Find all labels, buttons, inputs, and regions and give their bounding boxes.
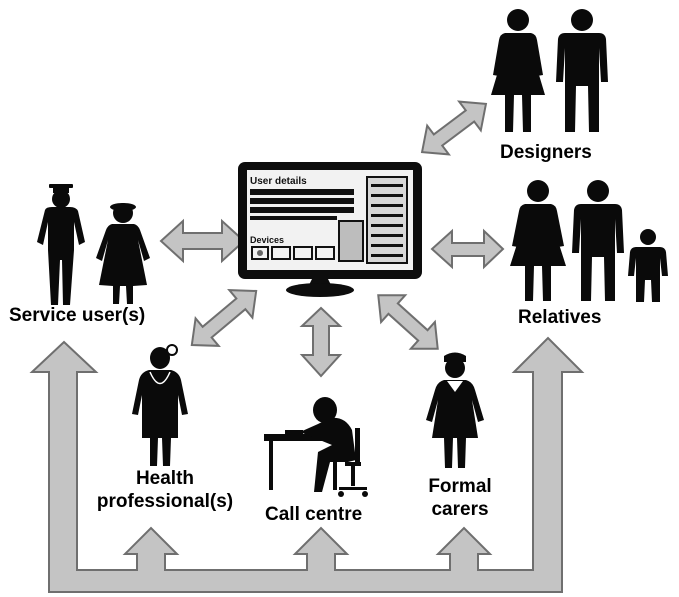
designers-icon bbox=[491, 9, 608, 132]
device-slot-3 bbox=[293, 246, 313, 260]
designers-label: Designers bbox=[500, 142, 592, 163]
health-professional-icon bbox=[132, 344, 188, 466]
device-slot-4 bbox=[315, 246, 335, 260]
monitor-icon: User details Devices bbox=[238, 162, 422, 297]
device-slot-1 bbox=[251, 246, 269, 260]
relative-woman-figure bbox=[510, 180, 566, 301]
loop-path bbox=[29, 336, 585, 593]
screen-field-1 bbox=[250, 189, 354, 195]
service-users-label: Service user(s) bbox=[9, 305, 146, 326]
arrow-monitor-carers bbox=[377, 294, 439, 350]
screen-panel-box bbox=[338, 220, 364, 262]
screen-field-4 bbox=[250, 216, 337, 220]
health-label-line1: Health bbox=[135, 468, 195, 489]
old-woman-figure bbox=[96, 203, 150, 304]
device-slot-2 bbox=[271, 246, 291, 260]
health-professionals-label: Health professional(s) bbox=[85, 467, 245, 513]
call-centre-label: Call centre bbox=[265, 504, 363, 525]
sidebar-lines bbox=[371, 184, 403, 257]
relative-man-figure bbox=[572, 180, 624, 301]
relatives-icon bbox=[510, 180, 668, 302]
formal-carer-icon bbox=[426, 352, 484, 468]
designer-man-figure bbox=[556, 9, 608, 132]
relatives-label: Relatives bbox=[518, 307, 602, 328]
desk-top bbox=[264, 434, 344, 441]
screen-sidebar bbox=[366, 176, 408, 264]
screen-field-3 bbox=[250, 207, 354, 213]
screen-user-details-text: User details bbox=[250, 176, 307, 187]
monitor-stand bbox=[286, 283, 354, 297]
formal-label-line1: Formal bbox=[428, 476, 492, 497]
arrow-monitor-relatives bbox=[430, 228, 505, 270]
health-label-line2: professional(s) bbox=[96, 491, 234, 512]
formal-label-line2: carers bbox=[431, 499, 489, 520]
formal-carers-label: Formal carers bbox=[420, 475, 500, 521]
arrow-monitor-designers bbox=[420, 100, 488, 156]
screen-devices-text: Devices bbox=[250, 235, 284, 245]
double-arrows bbox=[159, 100, 505, 378]
relative-child-figure bbox=[628, 229, 668, 302]
arrow-monitor-callcentre bbox=[299, 306, 343, 378]
designer-woman-figure bbox=[491, 9, 545, 132]
service-users-icon bbox=[37, 184, 150, 305]
screen-field-2 bbox=[250, 198, 354, 204]
device-indicator bbox=[257, 250, 263, 256]
call-centre-icon bbox=[264, 397, 368, 497]
bottom-loop-connector bbox=[29, 336, 585, 593]
arrow-service-monitor bbox=[159, 218, 246, 264]
man-with-hat-figure bbox=[37, 184, 85, 305]
arrow-monitor-health bbox=[190, 288, 258, 348]
